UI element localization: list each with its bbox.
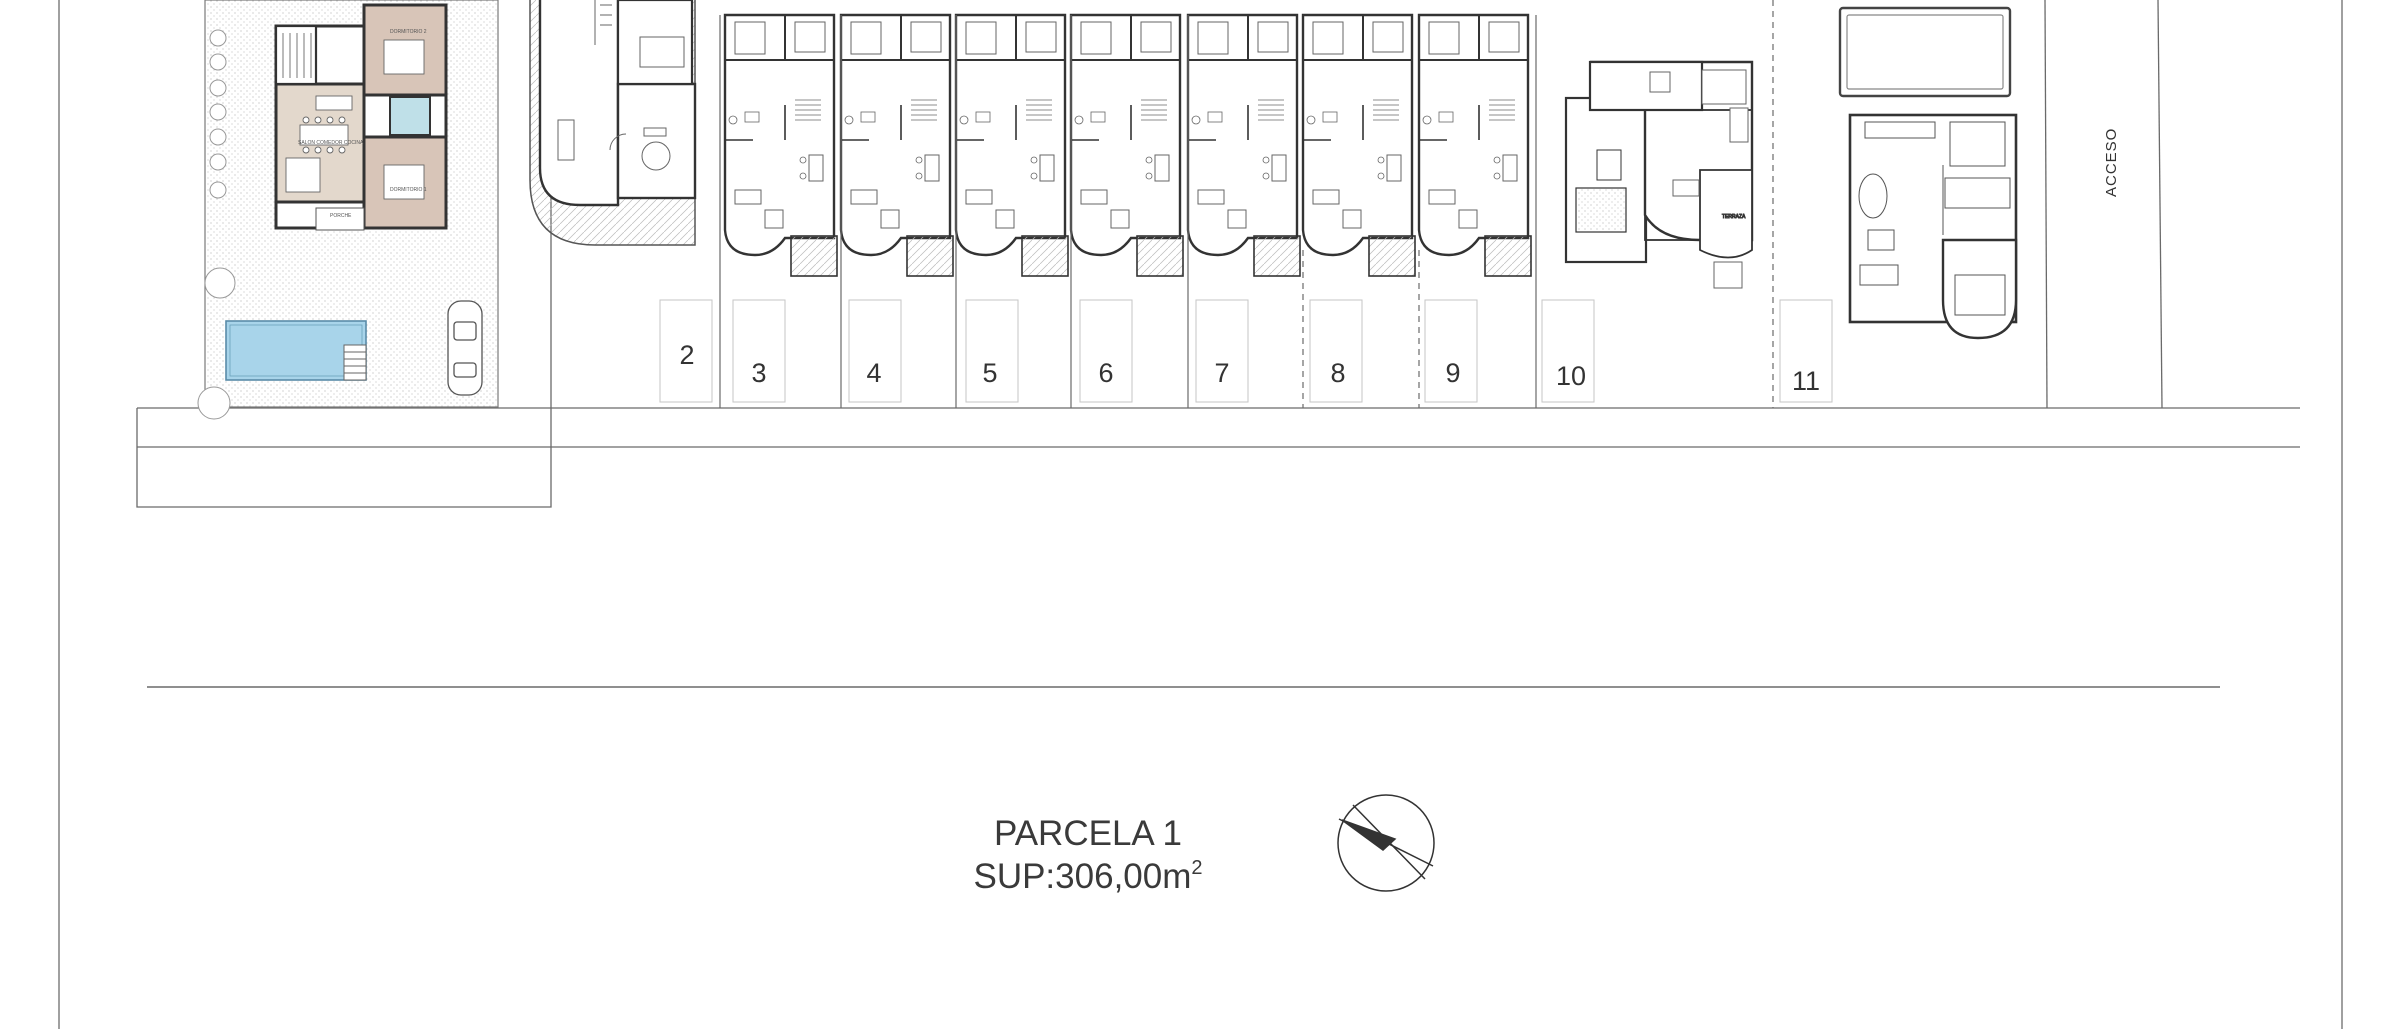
room-label-living: SALON COMEDOR COCINA xyxy=(298,140,364,146)
plot-1-villa: DORMITORIO 2 SALON COMEDOR COCINA DORMIT… xyxy=(197,0,499,420)
plot-number: 5 xyxy=(982,358,997,388)
terrace-house xyxy=(1186,13,1301,277)
parking-bay xyxy=(1195,299,1249,403)
parcel-title: PARCELA 1 xyxy=(994,814,1182,853)
parking-bay xyxy=(848,299,902,403)
north-arrow-icon xyxy=(1337,794,1435,892)
parking-bay xyxy=(659,299,713,403)
plot-dividers xyxy=(719,0,1774,408)
room-label-terrace: TERRAZA xyxy=(1722,214,1746,220)
parking-bay xyxy=(1079,299,1133,403)
plot-11-house xyxy=(1838,6,2018,340)
plot-number: 3 xyxy=(751,358,766,388)
plot-number: 4 xyxy=(866,358,881,388)
plot-numbers: 2 3 4 5 6 7 8 9 10 11 xyxy=(679,340,1820,396)
terrace-house xyxy=(1069,13,1184,277)
room-label-porch: PORCHE xyxy=(330,213,352,219)
pool xyxy=(225,320,367,381)
page-frame xyxy=(58,0,2343,1029)
parcel-area: SUP:306,00m2 xyxy=(973,857,1202,896)
plot-number: 2 xyxy=(679,340,694,370)
room-label-bedroom-2: DORMITORIO 2 xyxy=(390,29,427,35)
plot-number: 8 xyxy=(1330,358,1345,388)
parking-bay xyxy=(1541,299,1595,403)
plot-number: 11 xyxy=(1792,366,1820,396)
terrace-house xyxy=(1417,13,1532,277)
parking-bay xyxy=(1424,299,1478,403)
access-label: ACCESO xyxy=(2103,128,2120,197)
title-block: PARCELA 1 SUP:306,00m2 xyxy=(973,814,1202,896)
garden-trees xyxy=(197,29,236,420)
parking-bay xyxy=(1779,299,1833,403)
terrace-house xyxy=(839,13,954,277)
parking-bay xyxy=(965,299,1019,403)
parking-bay xyxy=(1309,299,1363,403)
terrace-house xyxy=(1301,13,1416,277)
room-label-bedroom-1: DORMITORIO 1 xyxy=(390,187,427,193)
plot-1-house: DORMITORIO 2 SALON COMEDOR COCINA DORMIT… xyxy=(274,3,448,231)
terrace-house xyxy=(954,13,1069,277)
terrace-row xyxy=(723,13,1532,277)
plot-number: 10 xyxy=(1556,361,1586,391)
parking-bays xyxy=(659,299,1833,403)
car-icon xyxy=(447,300,483,396)
plot-number: 7 xyxy=(1214,358,1229,388)
parking-bay xyxy=(732,299,786,403)
terrace-house xyxy=(723,13,838,277)
plot-10-house: TERRAZA xyxy=(1564,60,1754,289)
plot-2-house xyxy=(529,0,697,246)
plot-number: 6 xyxy=(1098,358,1113,388)
plot-number: 9 xyxy=(1445,358,1460,388)
